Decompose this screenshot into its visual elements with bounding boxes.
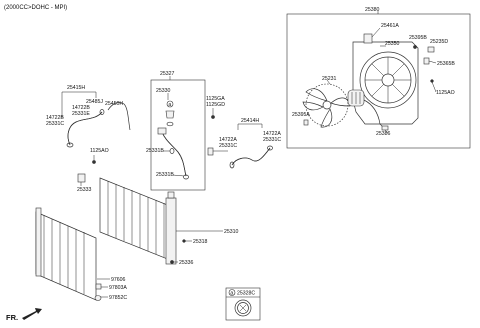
label-14722B-a: 14722B	[72, 105, 90, 111]
label-25310: 25310	[224, 229, 239, 235]
label-25415H: 25415H	[67, 85, 85, 91]
legend-circle-marker	[228, 289, 236, 296]
lower-hose-group: 25414H 14722A 25331C 14722A 25331C	[207, 118, 281, 169]
fan-blade	[302, 83, 351, 128]
fan-shroud-group-box	[286, 13, 471, 149]
label-25365B: 25365B	[437, 61, 455, 67]
label-25231: 25231	[322, 76, 337, 82]
hose-fitting	[157, 127, 167, 135]
part-25395A	[303, 119, 309, 126]
part-25318	[182, 239, 186, 243]
label-25331E: 25331E	[72, 111, 90, 117]
label-25461A: 25461A	[381, 23, 399, 29]
radiator	[99, 177, 177, 265]
cap-25330	[165, 110, 175, 119]
bolt-1125GA	[211, 115, 215, 119]
label-1125GD: 1125GD	[206, 102, 225, 108]
label-1125AO-left: 1125AO	[90, 148, 109, 154]
label-25328C: 25328C	[237, 291, 255, 297]
shroud-clip	[363, 33, 373, 44]
label-14722B-b: 14722B	[46, 115, 64, 121]
label-25386: 25386	[376, 131, 391, 137]
hose-group-25327: 25327 25330 a 25331B 25331B	[146, 71, 206, 191]
label-97606: 97606	[111, 277, 126, 283]
label-25331C-b: 25331C	[263, 137, 281, 143]
label-25331C-c: 25331C	[46, 121, 64, 127]
label-25331B-b: 25331B	[156, 172, 174, 178]
fan-motor	[347, 89, 365, 107]
radiator-tank	[165, 197, 177, 265]
legend-box	[225, 287, 261, 321]
label-25350: 25350	[385, 41, 400, 47]
label-25235D: 25235D	[430, 39, 448, 45]
shroud-ring	[359, 51, 417, 109]
label-25331C-a: 25331C	[219, 143, 237, 149]
label-25336: 25336	[179, 260, 194, 266]
part-97852C	[94, 295, 102, 301]
label-25485J: 25485J	[86, 99, 103, 105]
bolt-1125AO-left	[92, 160, 96, 164]
circle-marker-a	[166, 100, 174, 108]
label-25331B-a: 25331B	[146, 148, 164, 154]
label-25333: 25333	[77, 187, 92, 193]
label-25327: 25327	[160, 71, 175, 77]
hose-group-box	[150, 79, 206, 191]
hose-clamp-left	[207, 147, 214, 156]
label-25330: 25330	[156, 88, 171, 94]
cap-25328C	[234, 299, 252, 317]
front-direction-label: FR.	[6, 313, 18, 322]
bolt-25395B	[413, 45, 417, 49]
legend-circle-letter: a	[230, 291, 233, 297]
label-14722A-a: 14722A	[219, 137, 237, 143]
part-97803A	[95, 283, 102, 290]
label-97803A: 97803A	[109, 285, 127, 291]
upper-hose-group: 25415H 25485J 25450H 14722B 25331E 14722…	[46, 85, 131, 148]
label-25380: 25380	[365, 7, 380, 13]
fan-shroud-group: 25380 25461A 25350 25395B 25235D 25365B …	[286, 7, 471, 149]
label-25395B: 25395B	[409, 35, 427, 41]
engine-spec-header: (2000CC>DOHC - MPI)	[4, 5, 67, 11]
part-25365B	[423, 57, 430, 65]
label-25318: 25318	[193, 239, 208, 245]
part-25235D	[427, 46, 435, 53]
label-1125AO-right: 1125AO	[436, 90, 455, 96]
condenser	[35, 207, 97, 301]
part-25333	[77, 173, 86, 183]
label-14722A-b: 14722A	[263, 131, 281, 137]
bolt-1125AO-right	[430, 79, 434, 83]
legend-box-25328C: a 25328C	[225, 287, 261, 321]
label-97852C: 97852C	[109, 295, 127, 301]
condenser-tank	[35, 207, 42, 277]
label-25395A: 25395A	[292, 112, 310, 118]
harness-connector	[381, 125, 389, 131]
label-25414H: 25414H	[241, 118, 259, 124]
label-1125GA: 1125GA	[206, 96, 225, 102]
front-arrow-icon	[22, 308, 42, 320]
radiator-filler	[167, 191, 175, 199]
condenser-core	[35, 211, 97, 301]
fan-shroud	[352, 41, 419, 125]
wire-harness	[363, 99, 385, 129]
circle-marker-a-letter: a	[168, 102, 171, 108]
